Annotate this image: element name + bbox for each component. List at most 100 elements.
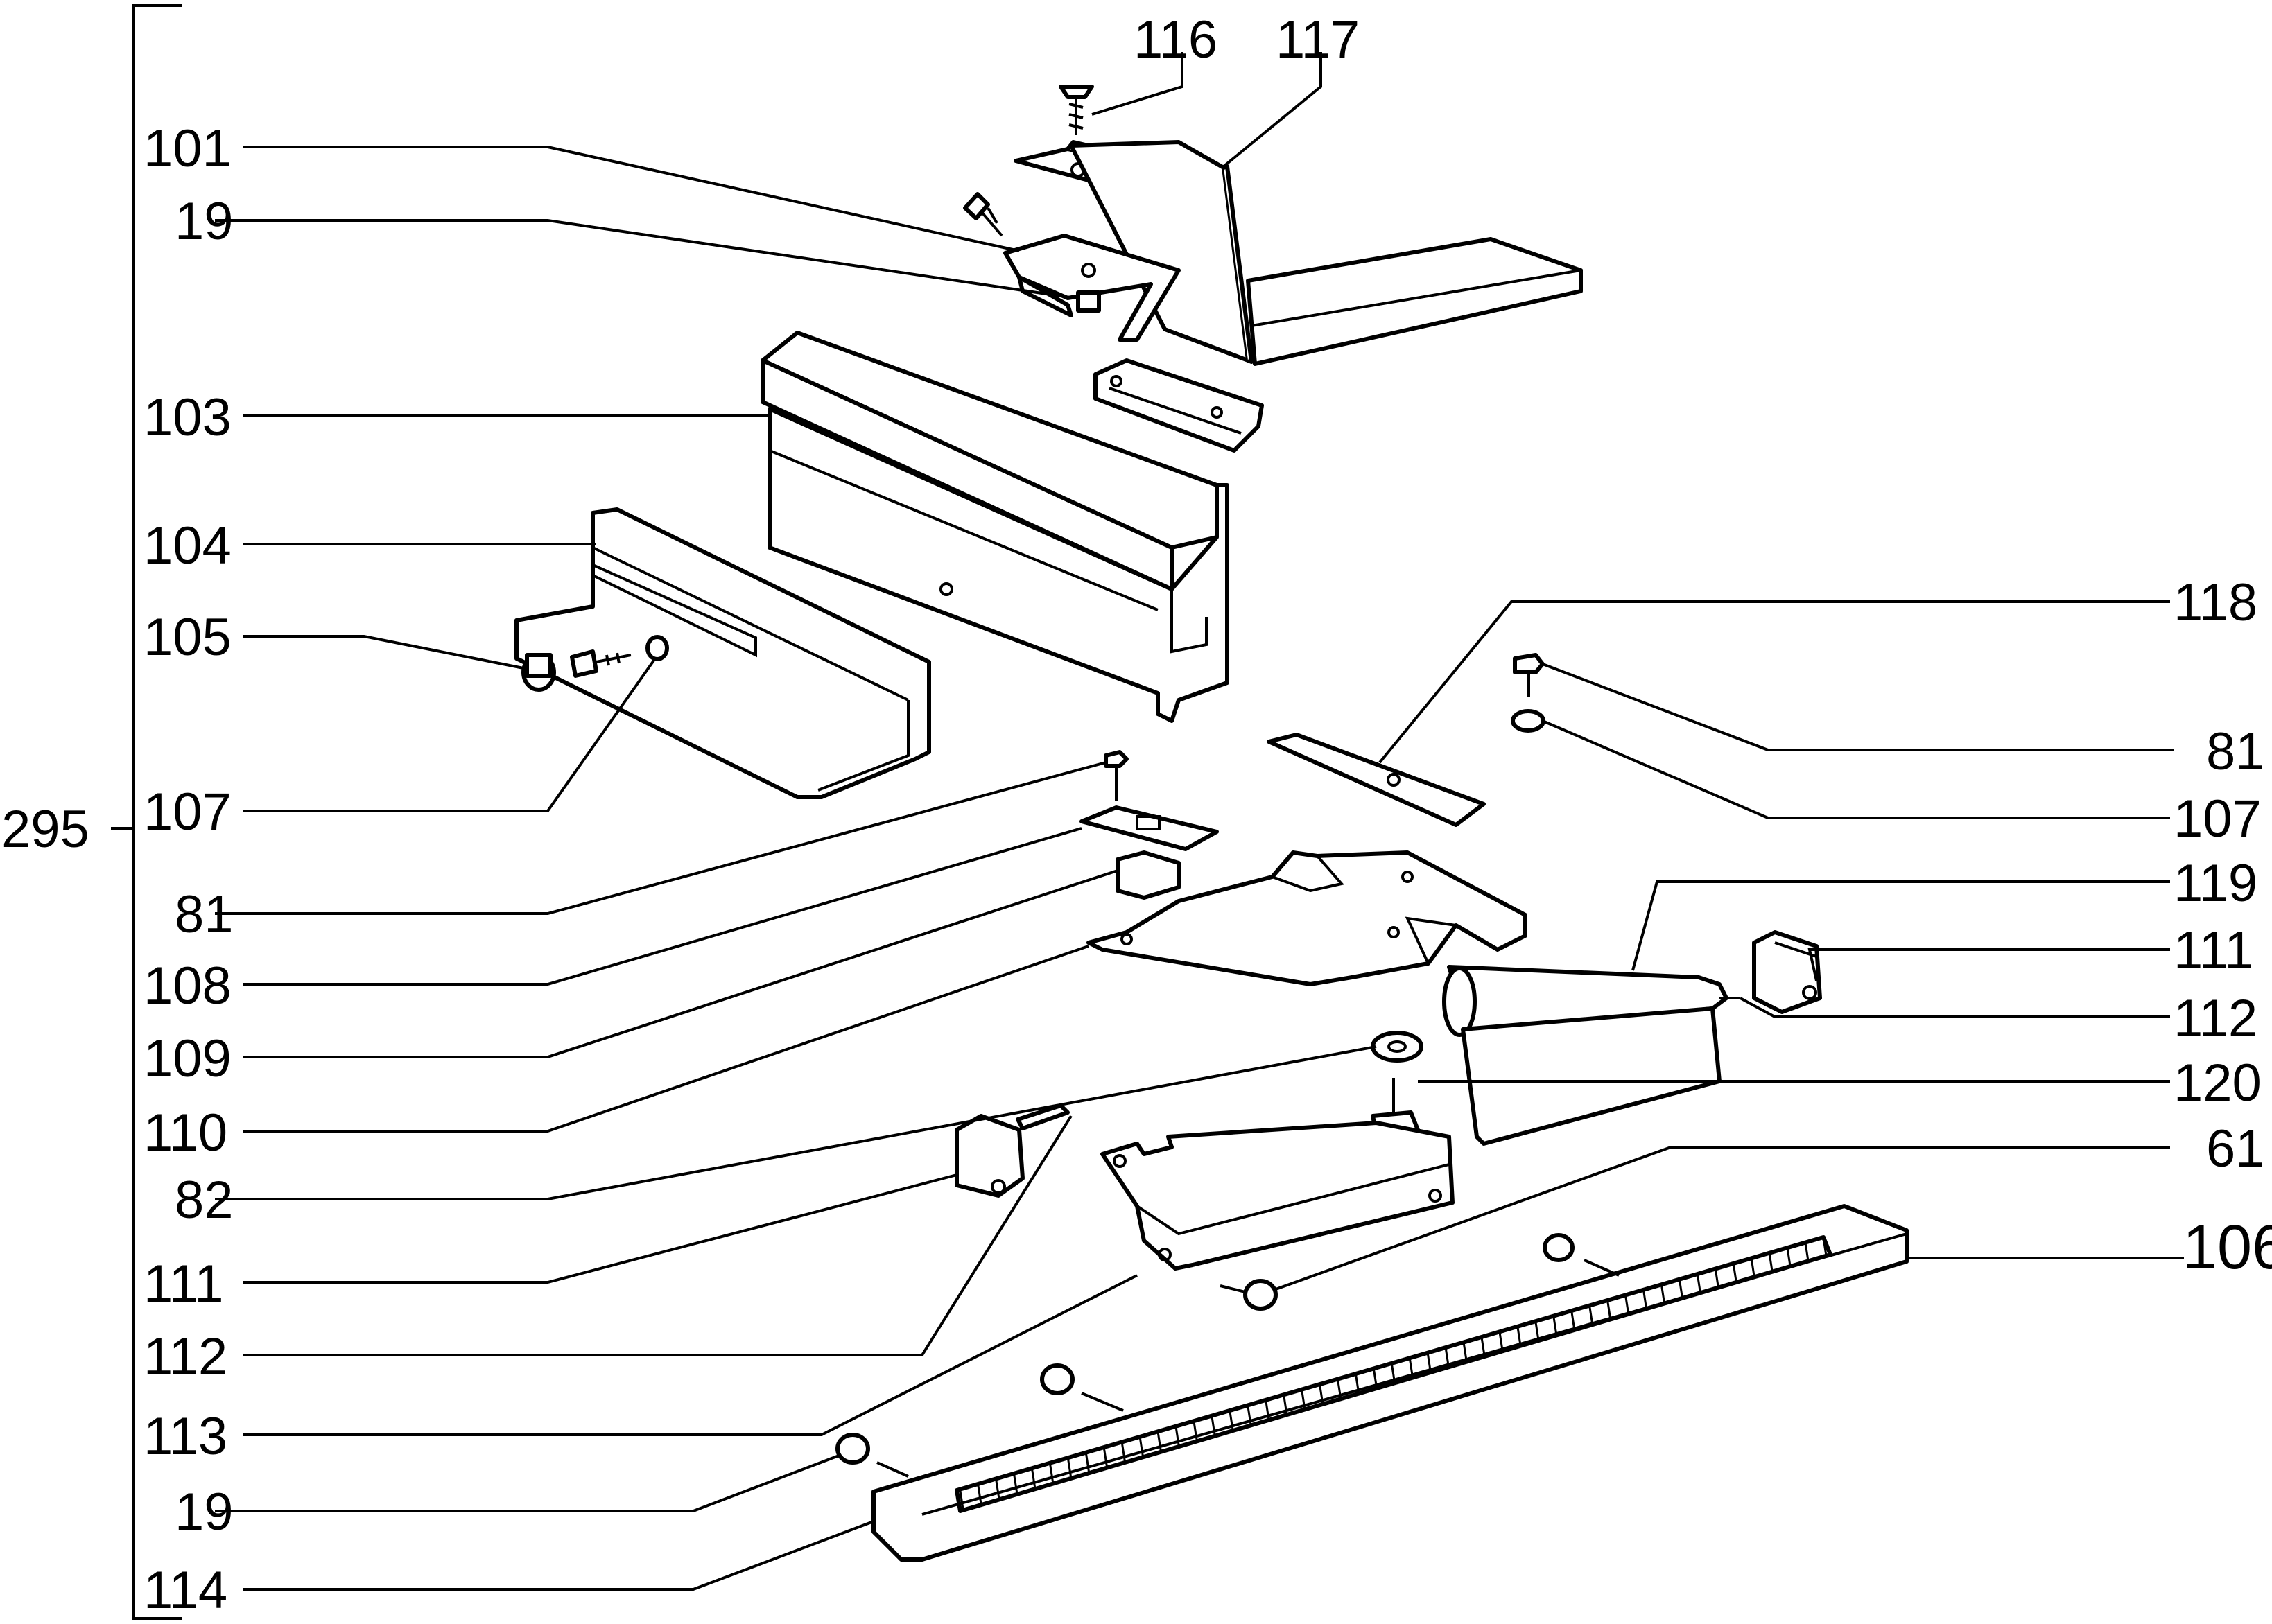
label-108: 108: [144, 957, 232, 1015]
ruler-tick: [1408, 1359, 1414, 1378]
label-117: 117: [1276, 10, 1360, 69]
label-81-left: 81: [175, 885, 234, 944]
part-118-flat-plate: [1267, 733, 1486, 827]
ruler-tick: [1642, 1290, 1648, 1309]
ruler-tick: [1247, 1406, 1252, 1425]
ruler-tick: [995, 1480, 1000, 1499]
ruler-tick: [1013, 1474, 1018, 1494]
part-114-ruler-rail: [871, 1204, 1909, 1562]
leader-lines: [215, 52, 2184, 1591]
part-117-fence-bracket: [1069, 140, 1583, 366]
label-111-right: 111: [2174, 921, 2254, 980]
ruler-tick: [1714, 1269, 1719, 1288]
ruler-tick: [1265, 1401, 1270, 1420]
part-81-bolt-right: [1511, 653, 1545, 733]
ruler-tick: [1120, 1443, 1126, 1462]
label-110: 110: [144, 1103, 227, 1162]
ruler-tick: [1156, 1433, 1162, 1451]
part-81-bolt-left: [1104, 750, 1129, 801]
part-111-block-right: [1752, 930, 1822, 1014]
ruler-tick: [1444, 1348, 1450, 1367]
label-111-left: 111: [144, 1255, 224, 1313]
part-112-pin-left: [1016, 1103, 1070, 1130]
label-114: 114: [144, 1561, 227, 1620]
part-19-nut-lower: [835, 1233, 1620, 1478]
label-101: 101: [144, 119, 232, 178]
part-113-bracket: [1100, 1121, 1455, 1271]
ruler-tick: [1103, 1448, 1108, 1467]
ruler-tick: [1679, 1280, 1683, 1299]
label-109: 109: [144, 1029, 232, 1088]
part-108-plate: [1079, 805, 1219, 851]
ruler-tick: [1570, 1311, 1576, 1330]
ruler-tick: [1534, 1322, 1540, 1341]
ruler-tick: [1696, 1275, 1701, 1293]
ruler-tick: [1624, 1295, 1630, 1314]
ruler-tick: [1606, 1301, 1612, 1320]
ruler-tick: [1552, 1316, 1558, 1336]
label-112-right: 112: [2174, 989, 2257, 1048]
label-116: 116: [1134, 10, 1217, 69]
ruler-tick: [1732, 1264, 1737, 1283]
ruler-tick: [1283, 1395, 1288, 1415]
assembly-label: 295: [1, 800, 89, 859]
label-82: 82: [175, 1171, 234, 1230]
ruler-tick: [1822, 1237, 1828, 1257]
ruler-tick: [1138, 1438, 1144, 1457]
label-104: 104: [144, 516, 232, 575]
label-106: 106: [2183, 1213, 2272, 1282]
part-82-washer: [1371, 1031, 1423, 1063]
ruler-tick: [1049, 1464, 1055, 1483]
ruler-tick: [1750, 1259, 1755, 1277]
ruler-tick: [1174, 1427, 1180, 1446]
part-116-screw: [1059, 85, 1094, 135]
part-labels: 101 19 103 104 105 107 81 108 109 110 82…: [144, 10, 2272, 1620]
ruler-tick: [1516, 1327, 1522, 1346]
part-103-fence-extrusion: [761, 331, 1229, 723]
ruler-tick: [1301, 1390, 1306, 1409]
ruler-tick: [1229, 1411, 1234, 1431]
part-19-screw-upper: [963, 192, 1003, 237]
ruler-tick: [1337, 1380, 1342, 1399]
label-120: 120: [2174, 1054, 2262, 1112]
ruler-tick: [1031, 1469, 1037, 1488]
label-107-left: 107: [144, 783, 232, 841]
ruler-tick: [959, 1490, 964, 1510]
parts: [514, 85, 1909, 1562]
label-119: 119: [2174, 854, 2257, 913]
label-19-upper: 19: [175, 192, 234, 251]
label-19-lower: 19: [175, 1483, 234, 1542]
part-slider-block: [1093, 358, 1264, 453]
ruler-tick: [1355, 1374, 1360, 1393]
assembly-bracket: 295: [1, 4, 182, 1620]
label-61: 61: [2206, 1119, 2265, 1178]
ruler-tick: [1786, 1248, 1792, 1267]
part-109-block: [1116, 850, 1181, 900]
ruler-tick: [1211, 1417, 1216, 1435]
ruler-tick: [1660, 1285, 1666, 1304]
ruler-tick: [1768, 1253, 1774, 1273]
ruler-tick: [1588, 1306, 1594, 1325]
ruler-tick: [1804, 1243, 1810, 1261]
ruler-tick: [1391, 1364, 1396, 1383]
label-81-right: 81: [2206, 722, 2265, 781]
ruler-tick: [1193, 1422, 1198, 1441]
ruler-tick: [1462, 1343, 1468, 1362]
ruler-tick: [1319, 1385, 1324, 1404]
label-118: 118: [2174, 573, 2257, 632]
part-111-block-left: [955, 1114, 1025, 1198]
label-105: 105: [144, 608, 232, 667]
ruler-tick: [1373, 1369, 1378, 1388]
ruler-tick: [1498, 1332, 1504, 1352]
label-112-left: 112: [144, 1327, 227, 1386]
ruler-scale: [959, 1237, 1828, 1510]
ruler-tick: [1067, 1459, 1073, 1478]
part-110-base-plate: [1086, 850, 1527, 986]
ruler-tick: [1085, 1453, 1091, 1472]
ruler-tick: [1426, 1354, 1432, 1372]
ruler-tick: [977, 1485, 982, 1504]
ruler-tick: [1480, 1338, 1486, 1356]
part-119-roller-guard: [1442, 965, 1740, 1146]
label-113: 113: [144, 1407, 227, 1466]
